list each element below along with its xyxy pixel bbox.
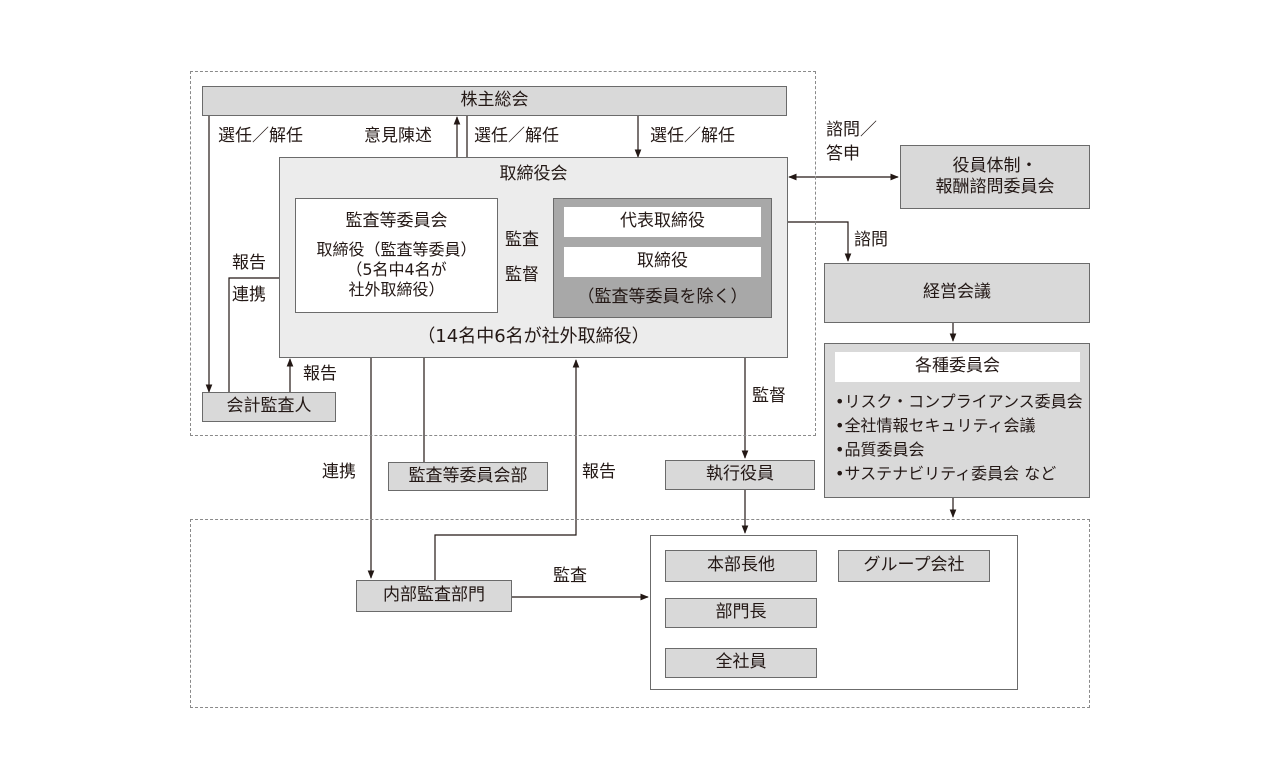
management-council-label: 経営会議 — [923, 282, 991, 303]
committee-item: •サステナビリティ委員会 など — [835, 464, 1057, 483]
executive-officers-box: 執行役員 — [665, 460, 815, 490]
coop-label-1: 連携 — [232, 285, 266, 305]
all-employees-box: 全社員 — [665, 648, 817, 678]
directors-label: 取締役 — [637, 251, 688, 272]
audit-committee-line1: 取締役（監査等委員） — [316, 240, 477, 260]
accounting-auditor-box: 会計監査人 — [202, 392, 336, 422]
elect-dismiss-right-label: 選任／解任 — [650, 126, 735, 146]
execution-frame — [190, 519, 1090, 708]
audit-label-1: 監査 — [505, 230, 539, 250]
various-committees-box: 各種委員会 •リスク・コンプライアンス委員会 •全社情報セキュリティ会議 •品質… — [824, 343, 1090, 498]
audit-committee-office-box: 監査等委員会部 — [388, 462, 548, 491]
various-committees-title: 各種委員会 — [915, 356, 1000, 377]
accounting-auditor-label: 会計監査人 — [226, 396, 312, 417]
opinion-label: 意見陳述 — [364, 126, 432, 146]
dept-heads-label: 部門長 — [715, 602, 767, 623]
report-label-1: 報告 — [232, 253, 266, 273]
coop-label-2: 連携 — [322, 462, 356, 482]
nomination-committee-line2: 報酬諮問委員会 — [935, 177, 1055, 197]
all-employees-label: 全社員 — [715, 652, 767, 673]
elect-dismiss-left-label: 選任／解任 — [218, 126, 303, 146]
various-committees-title-box: 各種委員会 — [835, 352, 1080, 382]
hq-heads-label: 本部長他 — [707, 555, 775, 576]
report-label-3: 報告 — [582, 462, 616, 482]
group-companies-box: グループ会社 — [838, 550, 990, 582]
nomination-committee-box: 役員体制・ 報酬諮問委員会 — [900, 145, 1090, 209]
committee-item: •全社情報セキュリティ会議 — [835, 416, 1036, 435]
group-companies-label: グループ会社 — [863, 555, 965, 576]
dept-heads-box: 部門長 — [665, 598, 817, 628]
internal-audit-label: 内部監査部門 — [383, 585, 485, 606]
directors-box: 取締役 — [564, 247, 761, 277]
directors-group-box: 代表取締役 取締役 （監査等委員を除く） — [553, 198, 772, 318]
representative-director-label: 代表取締役 — [620, 211, 705, 232]
consult-answer-label-2: 答申 — [826, 144, 860, 164]
representative-director-box: 代表取締役 — [564, 207, 761, 237]
elect-dismiss-mid-label: 選任／解任 — [474, 126, 559, 146]
board-label: 取締役会 — [499, 164, 568, 184]
governance-frame — [190, 71, 816, 436]
audit-committee-line2: （5名中4名が — [346, 260, 447, 280]
supervise-label-2: 監督 — [752, 386, 786, 406]
nomination-committee-line1: 役員体制・ — [952, 155, 1038, 176]
consult-answer-label-1: 諮問／ — [826, 120, 877, 140]
board-composition: （14名中6名が社外取締役） — [417, 326, 650, 347]
shareholders-meeting-label: 株主総会 — [460, 90, 529, 111]
consult-label: 諮問 — [854, 230, 888, 250]
hq-heads-box: 本部長他 — [665, 550, 817, 582]
audit-label-2: 監査 — [553, 566, 587, 586]
audit-committee-line3: 社外取締役） — [348, 280, 445, 300]
committee-item: •品質委員会 — [835, 440, 925, 459]
audit-committee-office-label: 監査等委員会部 — [408, 465, 528, 486]
committee-item: •リスク・コンプライアンス委員会 — [835, 392, 1083, 411]
directors-note: （監査等委員を除く） — [577, 287, 748, 307]
management-council-box: 経営会議 — [824, 263, 1090, 323]
executive-officers-label: 執行役員 — [706, 464, 774, 485]
supervise-label-1: 監督 — [505, 265, 539, 285]
internal-audit-box: 内部監査部門 — [356, 580, 512, 612]
report-label-2: 報告 — [303, 364, 337, 384]
audit-committee-box: 監査等委員会 取締役（監査等委員） （5名中4名が 社外取締役） — [295, 198, 498, 313]
shareholders-meeting-box: 株主総会 — [202, 86, 787, 116]
audit-committee-title: 監査等委員会 — [345, 210, 448, 231]
